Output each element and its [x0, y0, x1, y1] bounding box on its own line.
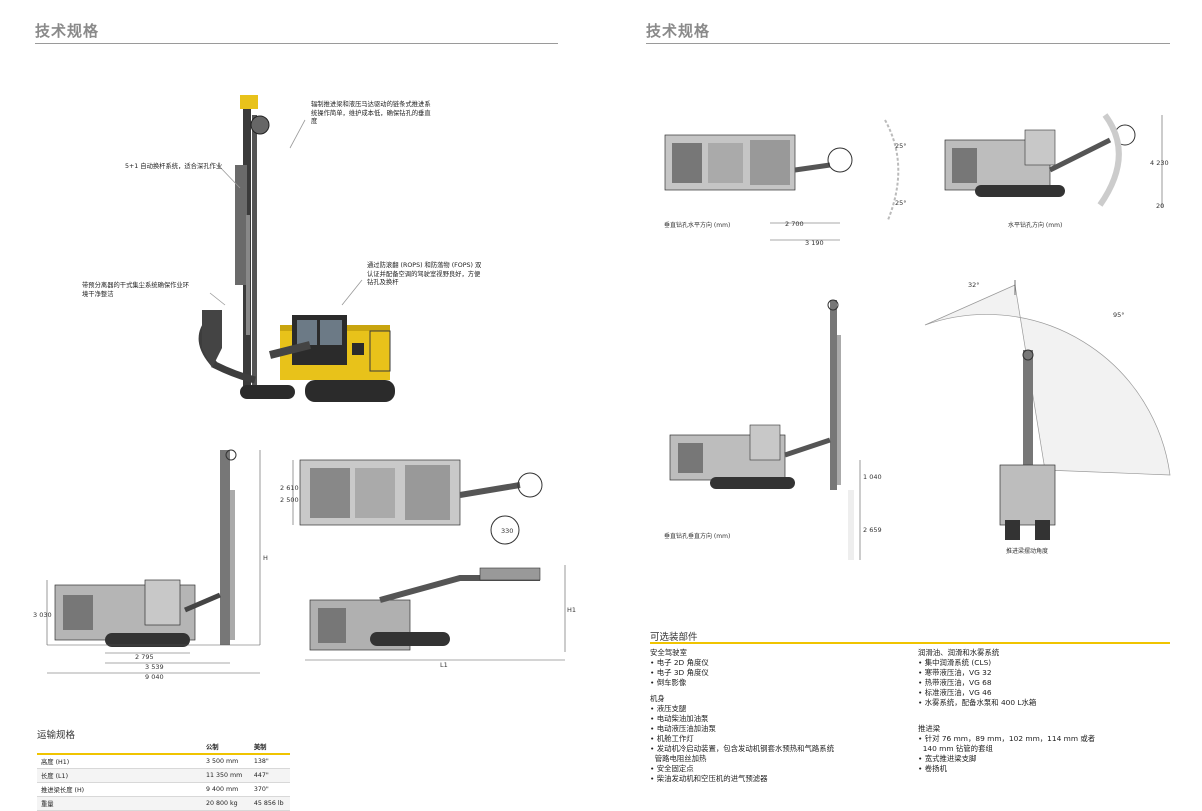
dim-trans-l1: L1 [440, 661, 448, 669]
dim-95: 95° [1113, 311, 1125, 319]
transport-header-metric: 公制 [202, 740, 250, 755]
table-row: 长度 (L1) 11 350 mm 447" [37, 768, 290, 783]
dim-trans-h1: H1 [567, 606, 576, 614]
callout-rod-changer: 5+1 自动换杆系统，适合深孔作业 [125, 163, 223, 170]
right-title-rule [646, 43, 1170, 44]
option-item: • 液压支腿 [650, 704, 687, 713]
table-cell: 45 856 lb [249, 796, 290, 811]
dim-top-2500: 2 500 [280, 496, 299, 504]
dim-1040: 1 040 [863, 473, 882, 481]
dim-25b: 25° [895, 199, 907, 207]
option-item: • 针对 76 mm，89 mm，102 mm，114 mm 或者 [918, 734, 1096, 743]
caption-top-view: 垂直钻孔水平方向 (mm) [664, 222, 731, 229]
table-cell: 长度 (L1) [37, 768, 202, 783]
dim-side-2795: 2 795 [135, 653, 154, 661]
dim-side-h: H [263, 554, 268, 562]
table-cell: 3 500 mm [202, 754, 250, 769]
table-cell: 9 400 mm [202, 782, 250, 797]
table-cell: 370" [249, 782, 290, 797]
dim-20: 20 [1156, 202, 1164, 210]
options-title: 可选装部件 [650, 632, 698, 643]
dim-32: 32° [968, 281, 980, 289]
table-cell: 20 800 kg [202, 796, 250, 811]
horizontal-drilling-drawing: 4 230 20 [944, 113, 1169, 210]
options-group-heading: 润滑油、润滑和水雾系统 [918, 648, 1000, 657]
dim-25a: 25° [895, 142, 907, 150]
options-group-heading: 安全驾驶室 [650, 648, 687, 657]
top-view-drawing: 2 610 2 500 330 [280, 459, 543, 545]
options-rule [650, 642, 1170, 644]
options-group-heading: 机身 [650, 694, 665, 703]
table-cell: 138" [249, 754, 290, 769]
options-col-1: 安全驾驶室 • 电子 2D 角度仪 • 电子 3D 角度仪 • 倒车影像 机身 … [650, 648, 910, 784]
option-item: • 热带液压油，VG 68 [918, 678, 992, 687]
option-item: • 电子 3D 角度仪 [650, 668, 709, 677]
dim-2700: 2 700 [785, 220, 804, 228]
top-view-horizontal-drawing: 25° 25° 2 700 3 190 [664, 119, 907, 247]
dim-4230: 4 230 [1150, 159, 1169, 167]
transport-table: 公制 美制 高度 (H1) 3 500 mm 138" 长度 (L1) 11 3… [37, 740, 290, 811]
side-view-drawing: H 3 030 2 795 3 539 9 040 [33, 449, 268, 681]
dim-side-9040: 9 040 [145, 673, 164, 681]
options-col-2: 润滑油、润滑和水雾系统 • 集中润滑系统 (CLS) • 寒带液压油，VG 32… [918, 648, 1168, 774]
option-item: 140 mm 钻管的套组 [918, 744, 993, 753]
option-item: • 电动液压油加油泵 [650, 724, 716, 733]
dim-top-2610: 2 610 [280, 484, 299, 492]
table-cell: 11 350 mm [202, 768, 250, 783]
transport-header-imperial: 美制 [249, 740, 290, 755]
callout-dust-collector: 带预分离器的干式集尘系统确保作业环境干净整洁 [82, 282, 190, 298]
dim-3190: 3 190 [805, 239, 824, 247]
option-item: • 机舱工作灯 [650, 734, 694, 743]
option-item: • 电子 2D 角度仪 [650, 658, 709, 667]
table-cell: 重量 [37, 796, 202, 811]
caption-horizontal-view: 水平钻孔方向 (mm) [1008, 222, 1063, 229]
table-cell: 447" [249, 768, 290, 783]
option-item: • 发动机冷启动装置，包含发动机钢套水预热和气路系统 [650, 744, 835, 753]
table-cell: 高度 (H1) [37, 754, 202, 769]
table-cell: 推进梁长度 (H) [37, 782, 202, 797]
dim-2659: 2 659 [863, 526, 882, 534]
option-item: • 安全固定点 [650, 764, 694, 773]
dim-side-3539: 3 539 [145, 663, 164, 671]
dim-side-height: 3 030 [33, 611, 52, 619]
right-page-title: 技术规格 [646, 22, 711, 40]
options-group-heading: 推进梁 [918, 724, 941, 733]
table-row: 高度 (H1) 3 500 mm 138" [37, 754, 290, 769]
transport-header-blank [37, 740, 202, 755]
transport-title: 运输规格 [37, 730, 76, 741]
table-row: 推进梁长度 (H) 9 400 mm 370" [37, 782, 290, 797]
dim-top-330: 330 [501, 527, 513, 535]
option-item: • 卷扬机 [918, 764, 947, 773]
option-item: • 电动柴油加油泵 [650, 714, 709, 723]
table-row: 重量 20 800 kg 45 856 lb [37, 796, 290, 811]
caption-swing: 推进梁摆动角度 [1006, 548, 1049, 555]
option-item: • 水雾系统，配备水泵和 400 L水箱 [918, 698, 1037, 707]
option-item: • 标准液压油，VG 46 [918, 688, 992, 697]
option-item: • 柴油发动机和空压机的进气预滤器 [650, 774, 768, 783]
option-item: • 集中润滑系统 (CLS) [918, 658, 992, 667]
option-item: • 倒车影像 [650, 678, 687, 687]
option-item: 管路电阻丝加热 [650, 754, 707, 763]
drill-rig-photo [198, 95, 395, 402]
option-item: • 宽式推进梁支脚 [918, 754, 977, 763]
caption-vertical-view: 垂直钻孔垂直方向 (mm) [664, 533, 731, 540]
transport-drawing: H1 L1 [305, 565, 576, 669]
callout-cabin: 通过防滚翻 (ROPS) 和防落物 (FOPS) 双认证并配备空调的驾驶室视野良… [367, 262, 482, 286]
left-title-rule [35, 43, 558, 44]
vertical-drilling-drawing: 1 040 2 659 [669, 299, 882, 560]
callout-feed: 辐制推进梁和液压马达驱动的链条式推进系统操作简单，维护成本低，确保钻孔的垂直度 [311, 101, 431, 125]
swing-angle-drawing: 32° 95° [924, 280, 1171, 540]
option-item: • 寒带液压油，VG 32 [918, 668, 992, 677]
left-page-title: 技术规格 [35, 22, 100, 40]
